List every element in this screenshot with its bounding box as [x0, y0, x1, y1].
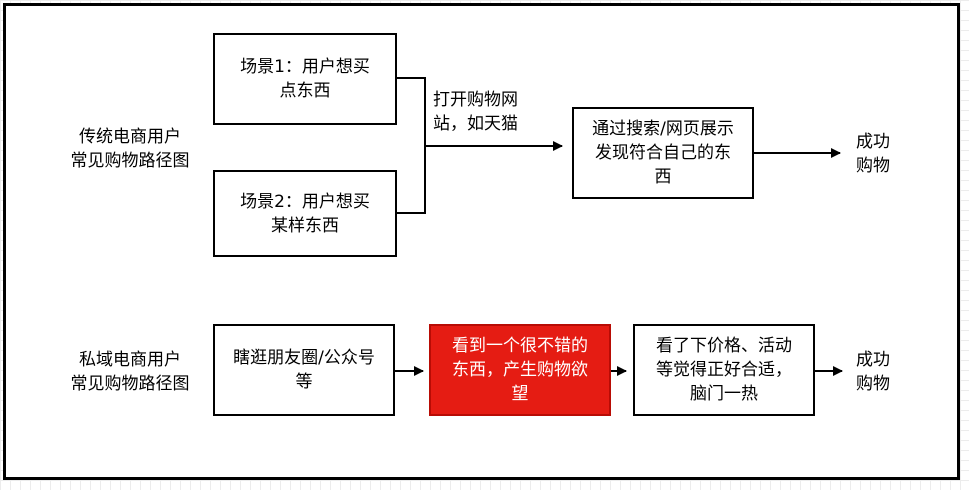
- traditional-row-label: 传统电商用户 常见购物路径图: [70, 127, 190, 171]
- scene2-box: 场景2：用户想买 某样东西: [213, 170, 397, 257]
- scene2-connector: [397, 146, 426, 214]
- scene1-box: 场景1：用户想买 点东西: [213, 33, 397, 125]
- desire-box: 看到一个很不错的 东西，产生购物欲 望: [429, 324, 611, 416]
- traditional-success-label: 成功 购物: [856, 132, 890, 176]
- discover-box: 通过搜索/网页展示 发现符合自己的东 西: [572, 107, 754, 199]
- open-site-edge-label: 打开购物网 站，如天猫: [433, 90, 518, 134]
- decide-box: 看了下价格、活动 等觉得正好合适， 脑门一热: [633, 324, 815, 416]
- private-row-label: 私域电商用户 常见购物路径图: [70, 350, 190, 394]
- scene1-connector: [397, 77, 426, 146]
- private-success-label: 成功 购物: [856, 350, 890, 394]
- browse-box: 瞎逛朋友圈/公众号 等: [213, 324, 395, 416]
